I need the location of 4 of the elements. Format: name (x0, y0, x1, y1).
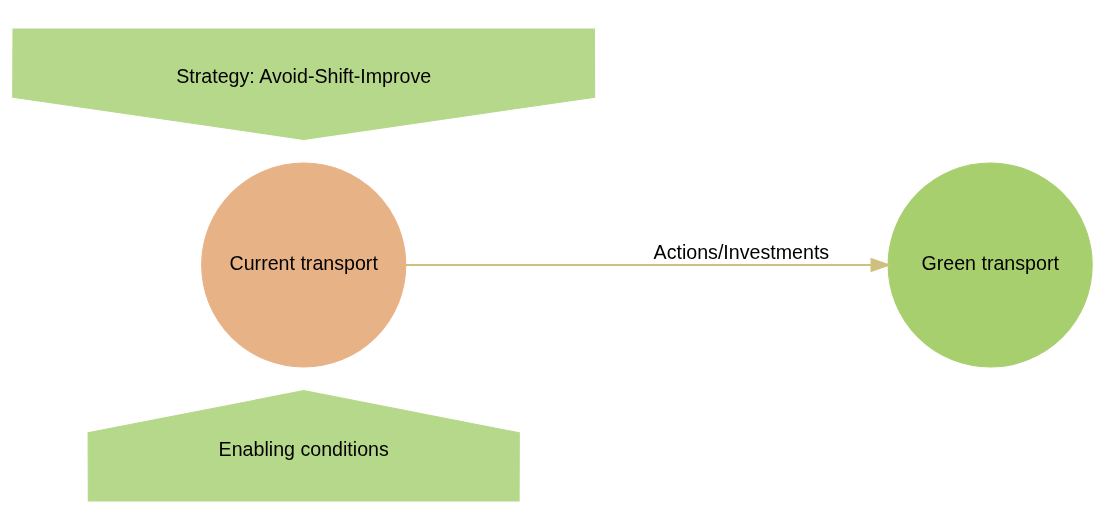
arrow (405, 257, 892, 273)
edge-label: Actions/Investments (653, 240, 830, 263)
node-circle: Current transport (201, 162, 407, 368)
node-circle: Green transport (887, 162, 1093, 368)
